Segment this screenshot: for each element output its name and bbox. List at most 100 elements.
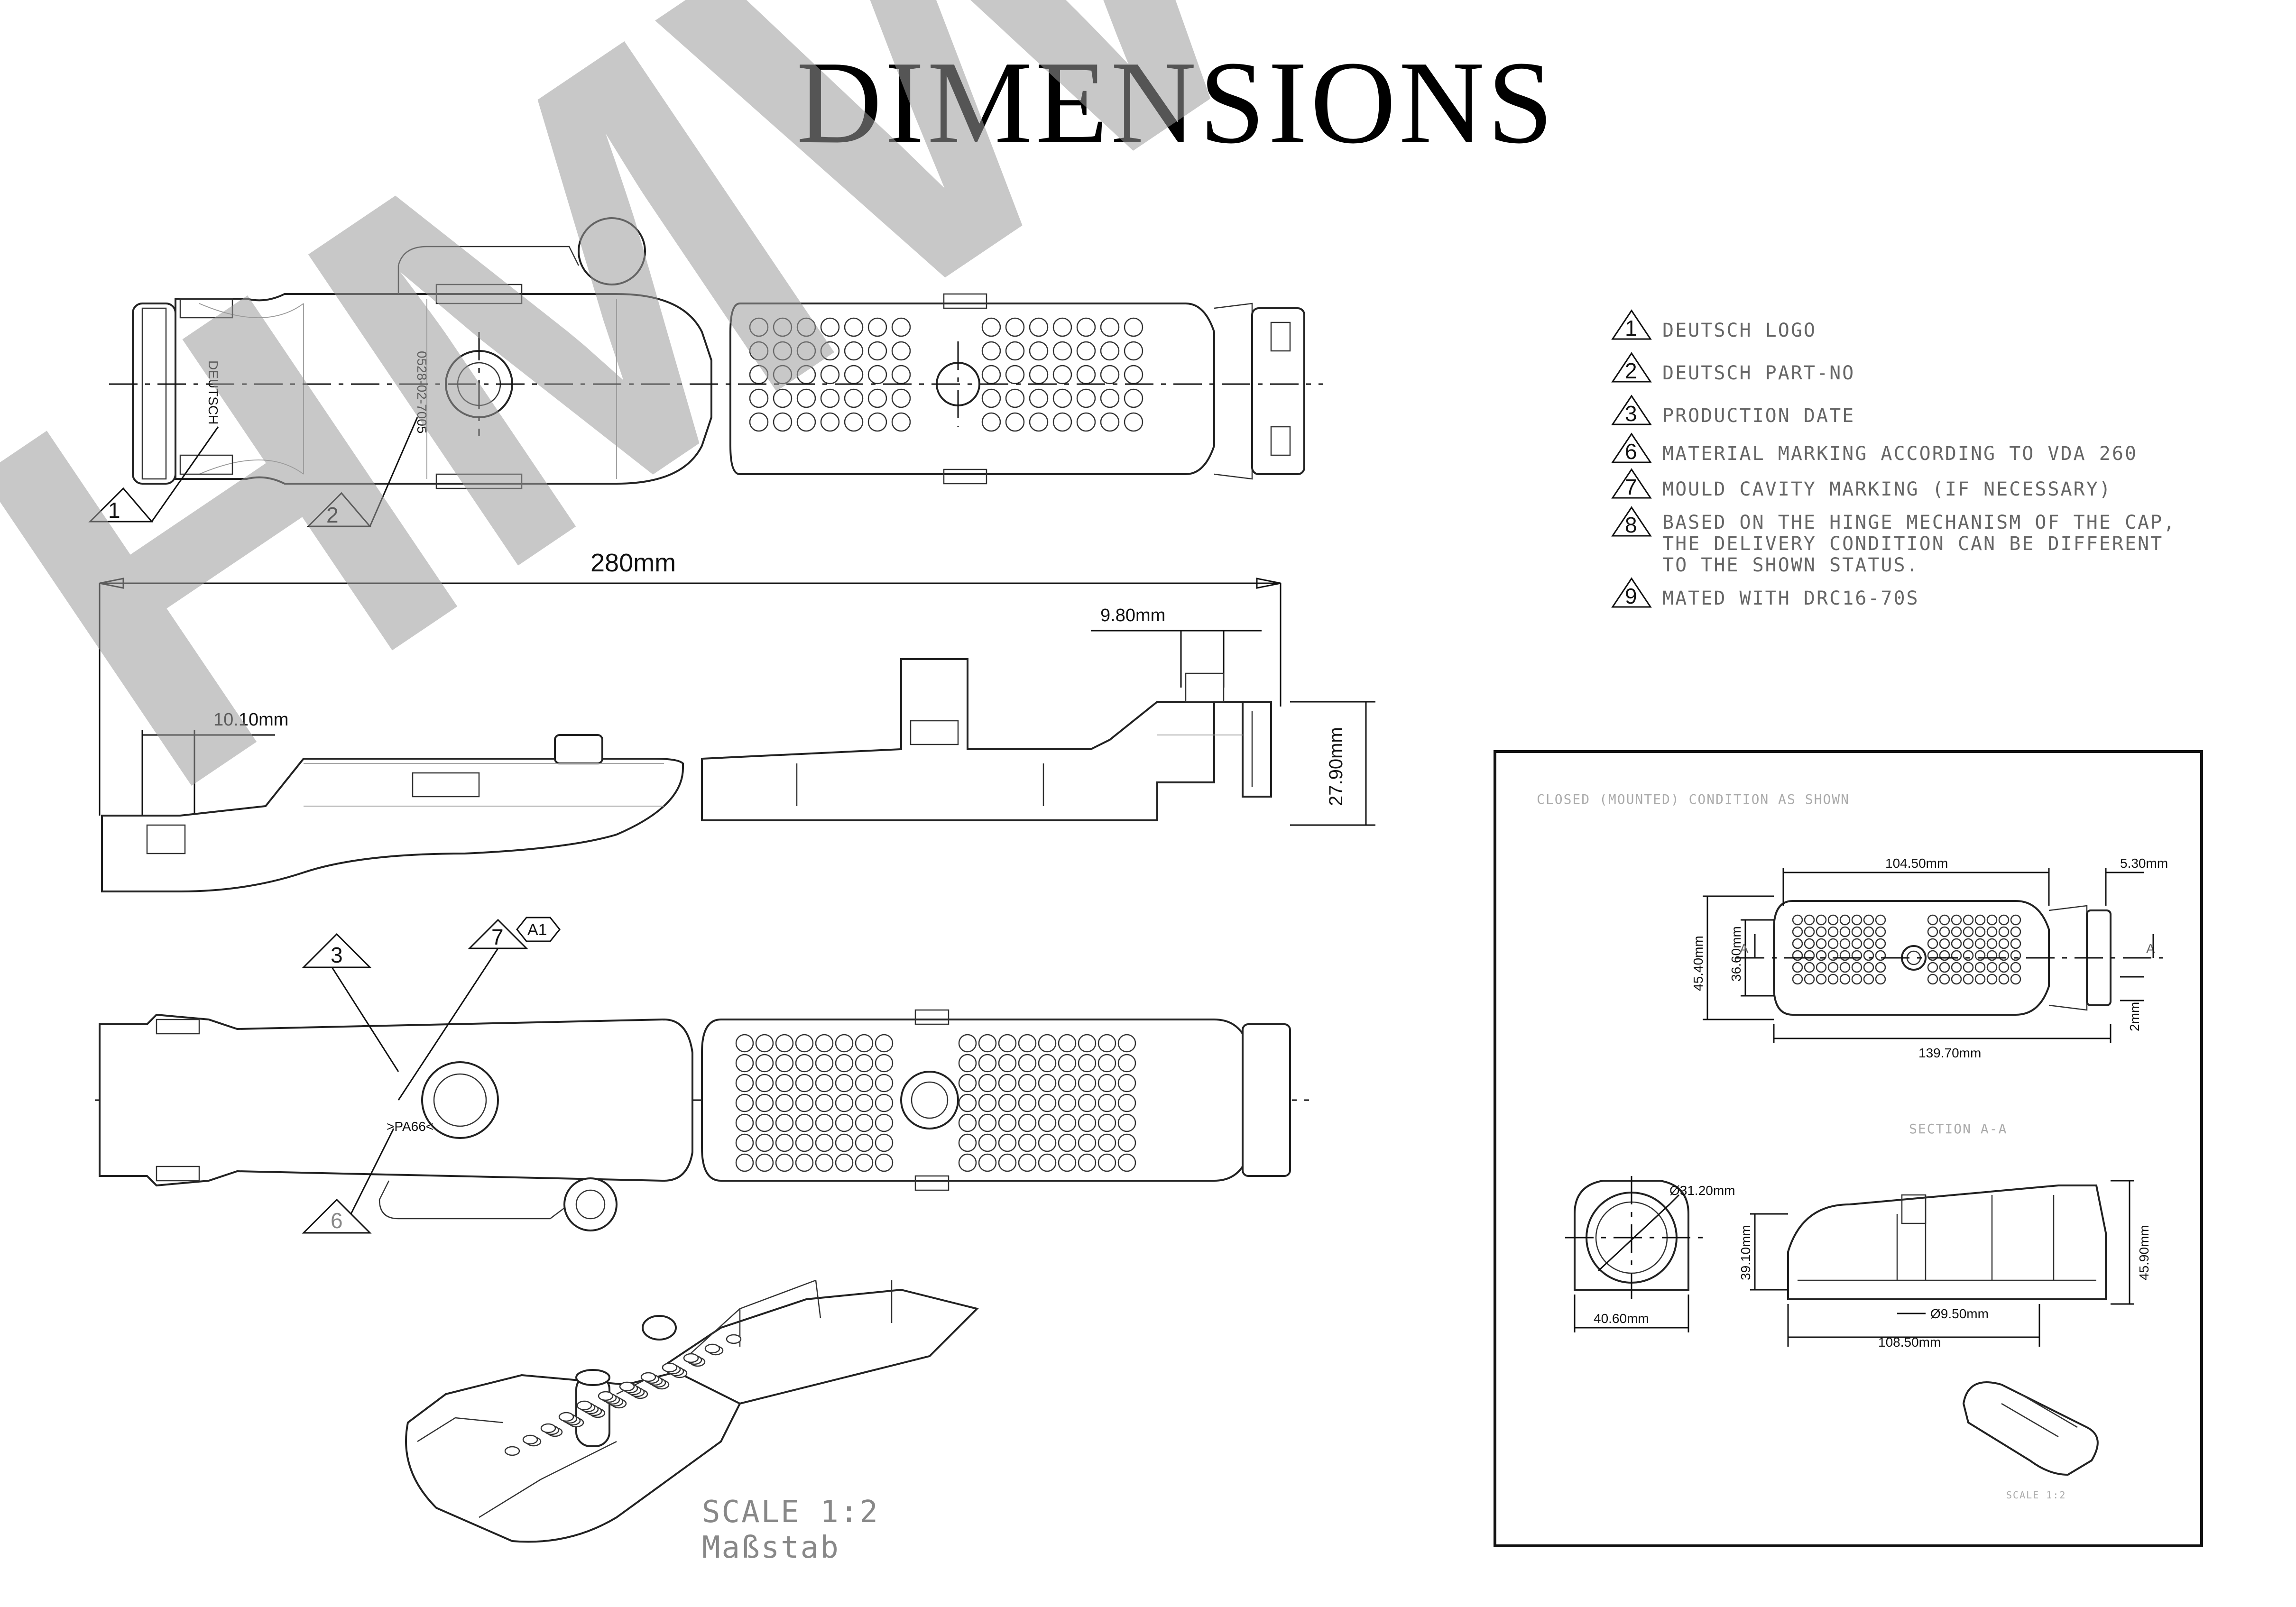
pin-cavity xyxy=(1124,317,1143,337)
pin-cavity xyxy=(1951,973,1962,985)
pin-cavity xyxy=(1100,365,1120,385)
pin-cavity xyxy=(1018,1074,1037,1093)
pin-cavity xyxy=(735,1054,754,1073)
pin-cavity xyxy=(1097,1074,1116,1093)
pin-cavity xyxy=(1963,926,1974,937)
pin-cavity xyxy=(795,1113,814,1132)
pin-cavity xyxy=(998,1093,1017,1112)
pin-cavity xyxy=(1863,950,1874,961)
pin-cavity xyxy=(1804,950,1815,961)
pin-cavity xyxy=(855,1113,874,1132)
pin-cavity xyxy=(795,1093,814,1112)
pin-cavity xyxy=(1816,950,1827,961)
pin-cavity xyxy=(1839,973,1851,985)
pin-cavity xyxy=(875,1113,894,1132)
pin-cavity xyxy=(815,1133,834,1152)
inset-height-inner-label: 36.60mm xyxy=(1729,926,1743,982)
legend: 1 DEUTSCH LOGO 2 DEUTSCH PART-NO 3 PRODU… xyxy=(1611,309,2175,609)
pin-cavity xyxy=(2010,962,2021,973)
pin-cavity xyxy=(1851,914,1863,926)
callout-6: 6 xyxy=(331,1208,343,1233)
pin-cavity xyxy=(1792,938,1803,949)
legend-item-9: 9 MATED WITH DRC16-70S xyxy=(1611,577,1918,609)
pin-cavity xyxy=(1038,1153,1057,1172)
pin-cavity xyxy=(891,388,911,408)
pin-cavity xyxy=(775,1153,794,1172)
section-height-label: 39.10mm xyxy=(1738,1225,1753,1280)
pin-cavity xyxy=(978,1074,997,1093)
pin-cavity xyxy=(773,412,793,432)
pin-cavity xyxy=(978,1093,997,1112)
pin-cavity xyxy=(1986,938,1998,949)
pin-cavity xyxy=(820,365,840,385)
pin-cavity xyxy=(1939,950,1950,961)
pin-cavity xyxy=(1875,950,1886,961)
pin-cavity xyxy=(1974,973,1986,985)
pin-cavity xyxy=(1018,1093,1037,1112)
pin-cavity xyxy=(1839,950,1851,961)
callout-2: 2 xyxy=(326,503,339,527)
pin-cavity xyxy=(815,1153,834,1172)
pin-cavity xyxy=(1117,1153,1136,1172)
pin-cavity xyxy=(958,1093,977,1112)
pin-cavity xyxy=(835,1113,854,1132)
pin-cavity xyxy=(1986,926,1998,937)
pin-cavity xyxy=(1029,341,1049,361)
pin-cavity xyxy=(867,341,887,361)
pin-cavity xyxy=(1839,926,1851,937)
pin-cavity xyxy=(1078,1153,1097,1172)
pin-cavity xyxy=(1038,1034,1057,1053)
pin-cavity xyxy=(1804,914,1815,926)
pin-cavity xyxy=(835,1093,854,1112)
pin-cavity xyxy=(1986,914,1998,926)
legend-item-8: 8 BASED ON THE HINGE MECHANISM OF THE CA… xyxy=(1611,506,2175,576)
pin-cavity xyxy=(1974,938,1986,949)
pin-cavity xyxy=(775,1054,794,1073)
svg-text:PRODUCTION DATE: PRODUCTION DATE xyxy=(1662,405,1855,427)
pin-cavity xyxy=(755,1074,774,1093)
pin-cavity xyxy=(820,317,840,337)
pin-cavity xyxy=(1827,926,1839,937)
pin-cavity xyxy=(504,1446,520,1456)
svg-text:DEUTSCH LOGO: DEUTSCH LOGO xyxy=(1662,320,1817,341)
pin-cavity xyxy=(796,341,816,361)
pin-cavity xyxy=(749,341,769,361)
pin-cavity xyxy=(891,317,911,337)
pin-cavity xyxy=(796,388,816,408)
pin-grid-open-left xyxy=(735,1034,894,1172)
pin-cavity xyxy=(1827,973,1839,985)
pin-cavity xyxy=(775,1034,794,1053)
top-view: DEUTSCH 0528-02-7005 1 2 xyxy=(88,217,1323,527)
pin-cavity xyxy=(1018,1153,1037,1172)
pin-cavity xyxy=(1963,962,1974,973)
callout-1: 1 xyxy=(108,498,120,523)
pin-cavity xyxy=(773,365,793,385)
pin-cavity xyxy=(1927,950,1938,961)
pin-cavity xyxy=(1078,1074,1097,1093)
pin-cavity xyxy=(867,388,887,408)
pin-cavity xyxy=(1018,1133,1037,1152)
pin-cavity xyxy=(875,1054,894,1073)
pin-cavity xyxy=(775,1074,794,1093)
pin-cavity xyxy=(855,1034,874,1053)
svg-text:8: 8 xyxy=(1625,513,1637,537)
pin-cavity xyxy=(1792,962,1803,973)
pin-cavity xyxy=(1029,388,1049,408)
pin-cavity xyxy=(820,388,840,408)
pin-cavity xyxy=(875,1093,894,1112)
pin-cavity xyxy=(835,1153,854,1172)
pin-cavity xyxy=(1951,962,1962,973)
pin-cavity xyxy=(522,1434,538,1445)
pin-cavity xyxy=(835,1054,854,1073)
pin-cavity xyxy=(1998,914,2010,926)
pin-cavity xyxy=(1029,317,1049,337)
pin-cavity xyxy=(1951,938,1962,949)
isometric-view: SCALE 1:2 Maßstab xyxy=(405,1279,979,1565)
material-marking: >PA66< xyxy=(387,1119,433,1134)
pin-cavity xyxy=(1100,388,1120,408)
page-title: DIMENSIONS xyxy=(796,37,1556,168)
scale-sub-label: Maßstab xyxy=(702,1530,840,1565)
pin-cavity xyxy=(1951,914,1962,926)
pin-cavity xyxy=(1052,341,1072,361)
pin-cavity xyxy=(1804,938,1815,949)
